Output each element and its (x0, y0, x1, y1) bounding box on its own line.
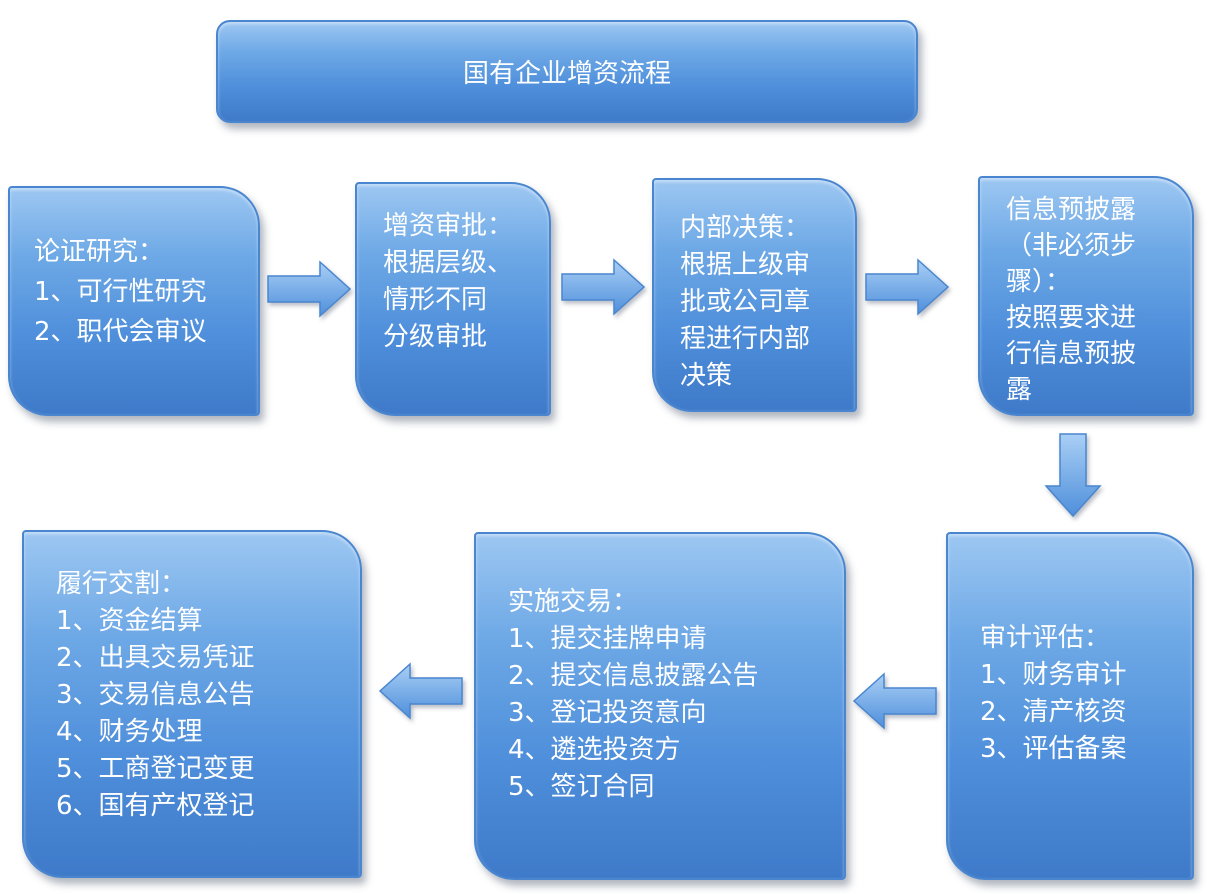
step-settlement-box: 履行交割： 1、资金结算 2、出具交易凭证 3、交易信息公告 4、财务处理 5、… (22, 530, 362, 878)
arrow-left-icon (852, 672, 937, 730)
step-line: 4、财务处理 (56, 717, 203, 747)
step-line: 6、国有产权登记 (56, 791, 255, 821)
step-line: 行信息预披 (1006, 339, 1137, 369)
step-line: 露 (1006, 375, 1033, 405)
arrow-right-icon (267, 260, 352, 318)
step-line: 程进行内部 (680, 324, 811, 354)
step-heading: 审计评估： (980, 623, 1111, 653)
step-line: 3、评估备案 (980, 734, 1127, 764)
step-line: 5、签订合同 (508, 772, 655, 802)
arrow-right-icon (561, 258, 646, 316)
step-line: 分级审批 (383, 322, 488, 352)
step-line: （非必须步 (1006, 231, 1137, 261)
step-pre-disclosure-box: 信息预披露 （非必须步 骤）： 按照要求进 行信息预披 露 (978, 176, 1194, 416)
step-line: 2、提交信息披露公告 (508, 661, 759, 691)
step-transaction-box: 实施交易： 1、提交挂牌申请 2、提交信息披露公告 3、登记投资意向 4、遴选投… (474, 532, 846, 880)
step-audit-box: 审计评估： 1、财务审计 2、清产核资 3、评估备案 (946, 532, 1194, 880)
step-line: 2、出具交易凭证 (56, 643, 255, 673)
step-line: 4、遴选投资方 (508, 735, 681, 765)
arrow-right-icon (865, 258, 950, 316)
step-approval-box: 增资审批： 根据层级、 情形不同 分级审批 (355, 182, 551, 416)
step-line: 3、交易信息公告 (56, 680, 255, 710)
step-line: 5、工商登记变更 (56, 754, 255, 784)
step-line: 1、可行性研究 (34, 277, 207, 307)
step-feasibility-box: 论证研究： 1、可行性研究 2、职代会审议 (8, 186, 260, 416)
step-line: 决策 (680, 361, 733, 391)
step-line: 按照要求进 (1006, 303, 1137, 333)
step-line: 1、提交挂牌申请 (508, 624, 707, 654)
step-line: 1、财务审计 (980, 660, 1127, 690)
step-line: 2、职代会审议 (34, 317, 207, 347)
step-heading: 信息预披露 (1006, 195, 1137, 225)
step-heading: 履行交割： (56, 569, 187, 599)
step-heading: 增资审批： (383, 211, 514, 241)
step-line: 3、登记投资意向 (508, 698, 707, 728)
diagram-title: 国有企业增资流程 (462, 59, 671, 89)
step-line: 骤）： (1006, 267, 1072, 297)
arrow-left-icon (378, 662, 463, 720)
diagram-title-box: 国有企业增资流程 (216, 20, 918, 123)
step-line: 1、资金结算 (56, 606, 203, 636)
step-heading: 论证研究： (34, 237, 165, 267)
step-line: 根据上级审 (680, 250, 811, 280)
step-line: 根据层级、 (383, 248, 514, 278)
step-heading: 实施交易： (508, 587, 639, 617)
step-line: 情形不同 (383, 285, 488, 315)
step-line: 批或公司章 (680, 287, 811, 317)
step-heading: 内部决策： (680, 213, 811, 243)
step-line: 2、清产核资 (980, 697, 1127, 727)
step-internal-decision-box: 内部决策： 根据上级审 批或公司章 程进行内部 决策 (652, 178, 857, 412)
arrow-down-icon (1044, 433, 1102, 518)
